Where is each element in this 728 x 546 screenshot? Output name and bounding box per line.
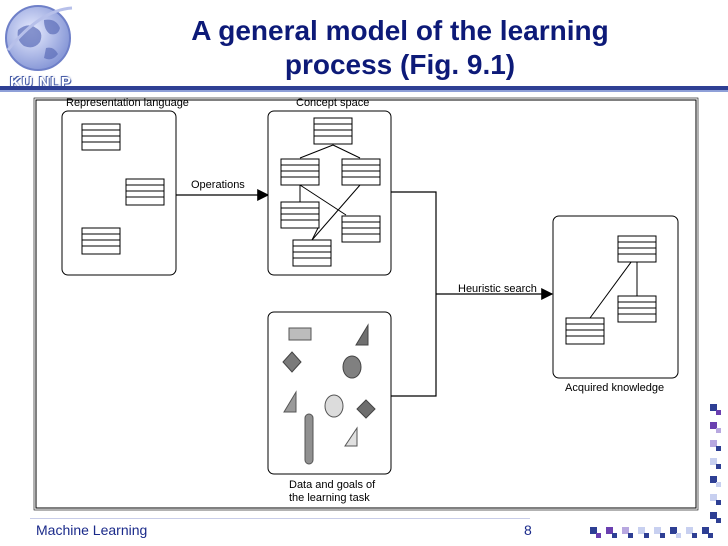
footer-course-title: Machine Learning: [36, 522, 148, 538]
frame-icon: [280, 201, 320, 229]
frame-icon: [341, 215, 381, 243]
triangle-shape: [283, 390, 297, 413]
diamond-shape: [282, 351, 302, 373]
acquired-knowledge-box: Acquired knowledge: [552, 215, 679, 394]
bar-shape: [304, 413, 314, 465]
frame-icon: [280, 158, 320, 186]
title-line-2: process (Fig. 9.1): [284, 49, 516, 80]
page-title: A general model of the learning process …: [150, 14, 650, 82]
triangle-shape: [344, 426, 358, 447]
frame-icon: [313, 117, 353, 145]
representation-language-box: Representation language: [61, 97, 189, 276]
rectangle-shape: [288, 327, 312, 341]
representation-language-label: Representation language: [66, 97, 189, 109]
diagram-frame: [35, 99, 697, 509]
oval-shape: [324, 394, 344, 418]
frame-icon: [81, 227, 121, 255]
ku-nlp-logo: [5, 5, 73, 71]
title-divider: [0, 86, 728, 90]
heuristic-search-label: Heuristic search: [458, 283, 537, 295]
operations-arrow: Operations: [176, 179, 270, 201]
data-goals-label-1: Data and goals of: [289, 479, 376, 491]
frame-icon: [565, 317, 605, 345]
decorative-squares-vertical: [710, 404, 721, 523]
concept-space-box: Concept space: [267, 97, 392, 276]
triangle-shape: [355, 323, 369, 346]
footer-divider: [30, 518, 530, 519]
frame-icon: [81, 123, 121, 151]
frame-icon: [292, 239, 332, 267]
concept-space-label: Concept space: [296, 97, 369, 109]
data-goals-box: Data and goals of the learning task: [267, 311, 392, 504]
frame-icon: [125, 178, 165, 206]
title-line-1: A general model of the learning: [191, 15, 609, 46]
frame-icon: [341, 158, 381, 186]
frame-icon: [617, 235, 657, 263]
data-goals-label-2: the learning task: [289, 492, 370, 504]
frame-icon: [617, 295, 657, 323]
page-number: 8: [524, 522, 532, 538]
title-divider-light: [0, 90, 728, 92]
decorative-squares-horizontal: [590, 527, 713, 538]
oval-shape: [342, 355, 362, 379]
operations-label: Operations: [191, 179, 245, 191]
heuristic-search-connector: Heuristic search: [391, 191, 554, 397]
diamond-shape: [356, 399, 376, 419]
acquired-knowledge-label: Acquired knowledge: [565, 382, 664, 394]
